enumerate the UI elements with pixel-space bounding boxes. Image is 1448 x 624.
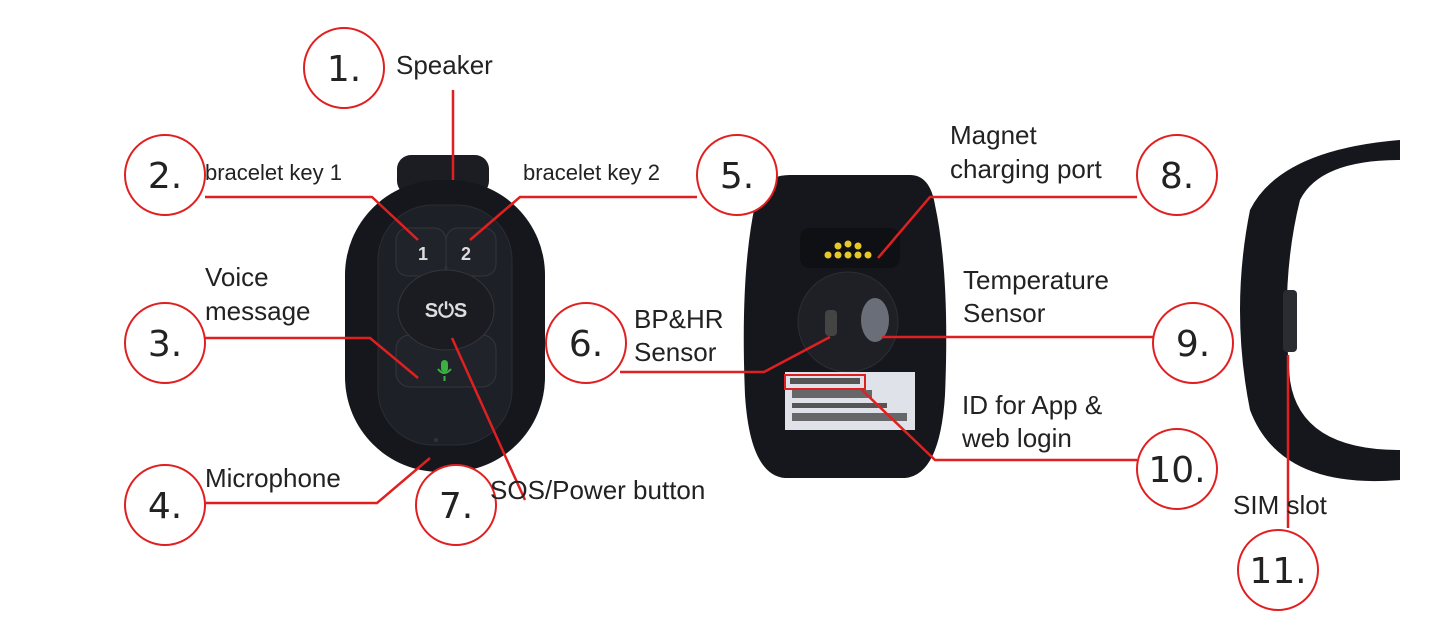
callout-10: 10. ID for App &web login	[961, 390, 1218, 510]
key-1-label: 1	[418, 244, 428, 264]
label-web-login: web login	[961, 423, 1072, 453]
label-sim-slot: SIM slot	[1233, 490, 1328, 520]
svg-text:2.: 2.	[148, 156, 182, 197]
label-sos-power: SOS/Power button	[490, 475, 705, 505]
label-magnet: Magnet	[950, 120, 1037, 150]
device-side	[1240, 140, 1400, 482]
label-message: message	[205, 296, 311, 326]
label-voice: Voice	[205, 262, 269, 292]
callout-1: 1. Speaker	[303, 27, 493, 109]
microphone-icon	[437, 360, 452, 381]
label-bphr: BP&HR	[634, 304, 724, 334]
callout-3: 3. Voice message	[124, 262, 311, 384]
charging-pins	[824, 240, 872, 259]
callout-7: 7. SOS/Power button	[415, 464, 705, 546]
label-speaker: Speaker	[396, 50, 493, 80]
label-microphone: Microphone	[205, 463, 341, 493]
svg-text:6.: 6.	[569, 324, 603, 365]
label-bracelet-key-2: bracelet key 2	[523, 160, 660, 185]
svg-text:4.: 4.	[148, 486, 182, 527]
label-charging-port: charging port	[950, 154, 1103, 184]
label-temp-sensor: Sensor	[963, 298, 1046, 328]
key-2-label: 2	[461, 244, 471, 264]
svg-text:10.: 10.	[1148, 450, 1205, 491]
svg-text:3.: 3.	[148, 324, 182, 365]
callout-8: 8. Magnet charging port	[950, 120, 1218, 216]
callout-2: 2. bracelet key 1	[124, 134, 342, 216]
svg-text:7.: 7.	[439, 486, 473, 527]
label-bracelet-key-1: bracelet key 1	[205, 160, 342, 185]
svg-text:1.: 1.	[327, 49, 361, 90]
label-id-app: ID for App &	[962, 390, 1102, 420]
label-temperature: Temperature	[963, 265, 1109, 295]
callout-5: 5. bracelet key 2	[523, 134, 778, 216]
sos-label: S⏻S	[425, 300, 468, 322]
svg-text:8.: 8.	[1160, 156, 1194, 197]
callout-11: 11. SIM slot	[1233, 490, 1328, 611]
label-sensor: Sensor	[634, 337, 717, 367]
leader-lines	[205, 90, 1290, 528]
callout-4: 4. Microphone	[124, 463, 341, 546]
device-back	[743, 175, 947, 478]
svg-text:11.: 11.	[1249, 551, 1306, 592]
device-front: 1 2 S⏻S	[345, 155, 545, 472]
svg-text:9.: 9.	[1176, 324, 1210, 365]
svg-text:5.: 5.	[720, 156, 754, 197]
